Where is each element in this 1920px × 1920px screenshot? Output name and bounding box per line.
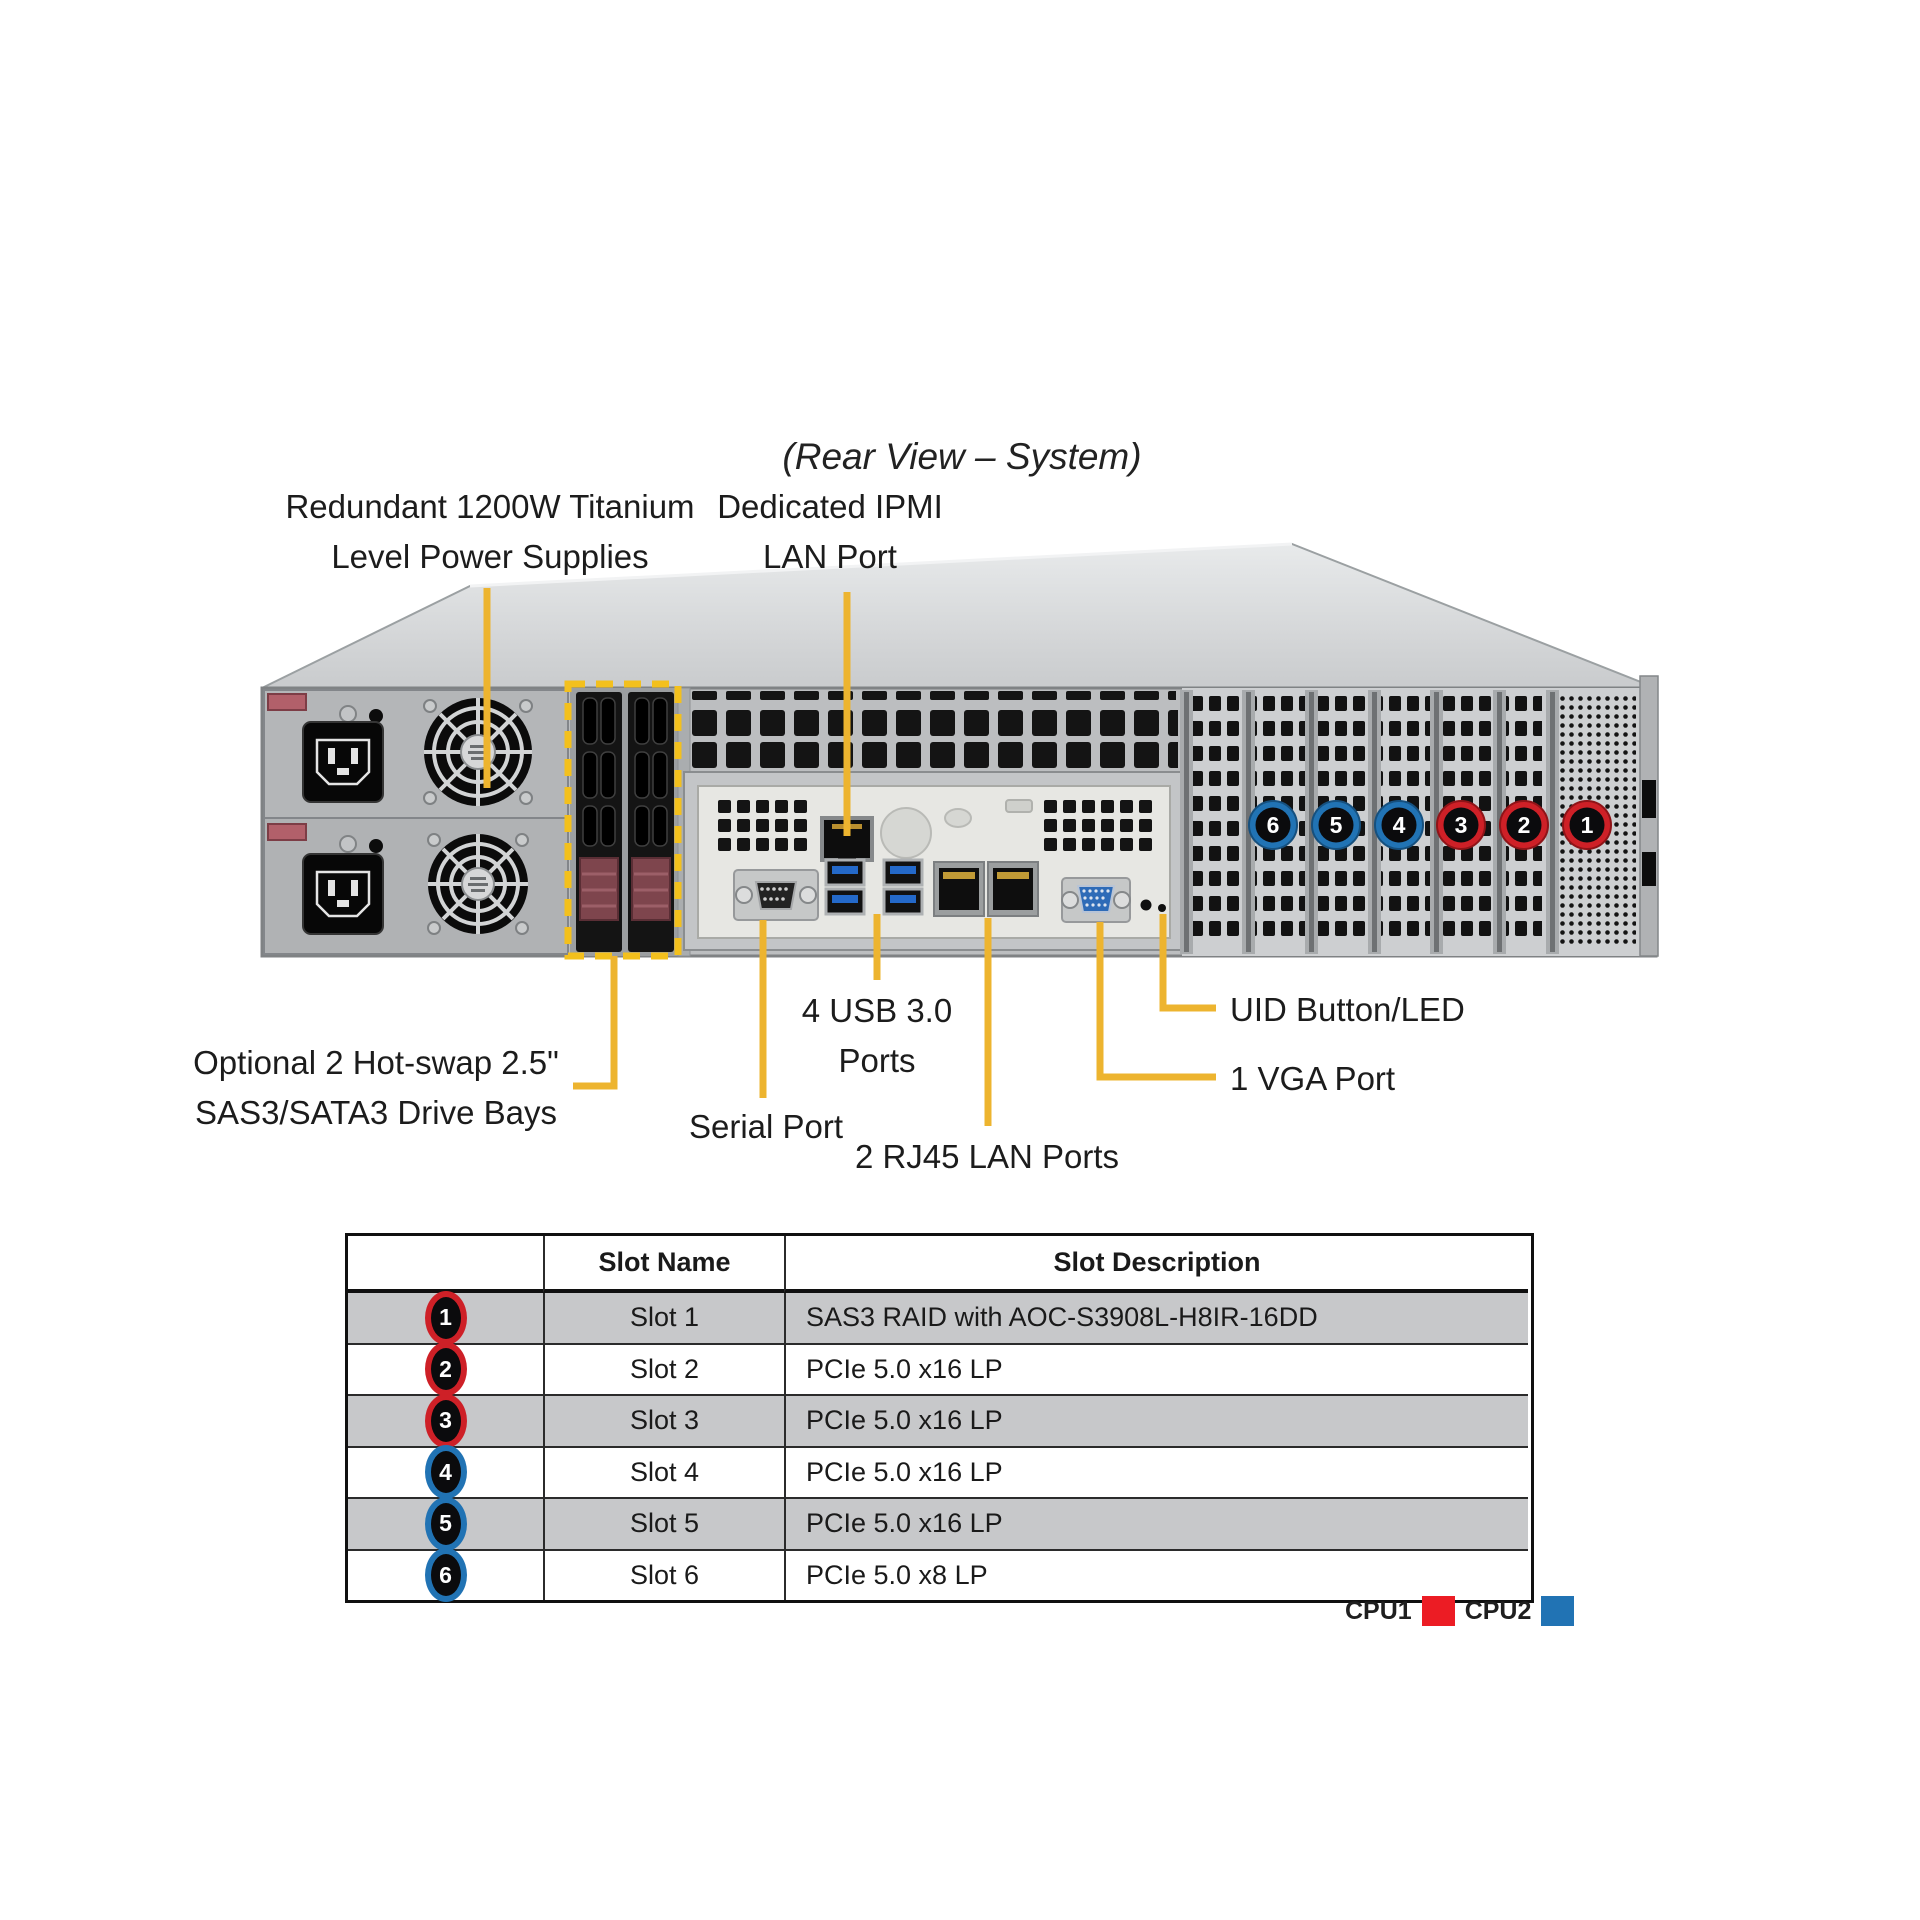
usb-label: 4 USB 3.0 Ports	[802, 986, 952, 1086]
table-row-badge-cell: 1	[348, 1290, 543, 1345]
psu-1	[267, 693, 533, 806]
table-header-slot-name: Slot Name	[543, 1236, 784, 1293]
psu2-fan-grille	[427, 833, 529, 935]
lan-ports	[933, 861, 1039, 917]
drive-bays	[570, 688, 678, 956]
io-vent-right	[1044, 800, 1158, 855]
ipmi-label-line1: Dedicated IPMI	[717, 488, 943, 525]
table-row-badge-cell: 3	[348, 1393, 543, 1448]
slot4-badge: 4	[424, 1445, 467, 1500]
slot-table: Slot Name Slot Description 1 Slot 1 SAS3…	[345, 1233, 1534, 1603]
serial-label: Serial Port	[688, 1108, 844, 1145]
ipmi-label: Dedicated IPMI LAN Port	[717, 482, 943, 582]
psu-2	[267, 823, 529, 935]
table-row-badge-cell: 2	[348, 1342, 543, 1397]
cpu1-color-swatch	[1421, 1596, 1455, 1626]
table-row-name-cell: Slot 2	[543, 1342, 784, 1394]
vga-port	[1061, 877, 1131, 923]
psu1-led	[339, 705, 357, 723]
psu1-button	[369, 709, 383, 723]
uid-leader-line	[1159, 914, 1216, 1012]
table-row-name-cell: Slot 4	[543, 1445, 784, 1497]
slot-badge-1: 1	[1562, 800, 1612, 850]
diagram-title: (Rear View – System)	[782, 436, 1142, 477]
table-row-badge-cell: 6	[348, 1548, 543, 1603]
drive-bays-label: Optional 2 Hot-swap 2.5" SAS3/SATA3 Driv…	[193, 1038, 559, 1138]
slot-badge-2: 2	[1499, 800, 1549, 850]
slot-badge-4: 4	[1374, 800, 1424, 850]
usb-ports	[824, 858, 924, 916]
knockout-tab	[1005, 799, 1033, 813]
serial-port	[733, 869, 819, 921]
svg-text:6: 6	[1267, 812, 1280, 838]
table-row-name-cell: Slot 1	[543, 1293, 784, 1343]
psu1-latch	[267, 693, 307, 711]
cpu2-legend-label: CPU2	[1464, 1596, 1532, 1625]
table-header-slot-description: Slot Description	[784, 1236, 1528, 1293]
svg-text:1: 1	[1581, 812, 1594, 838]
table-row-desc-cell: SAS3 RAID with AOC-S3908L-H8IR-16DD	[784, 1293, 1528, 1343]
io-panel	[683, 771, 1183, 951]
table-header-icon	[348, 1236, 543, 1293]
bays-leader-line	[573, 956, 618, 1090]
svg-text:3: 3	[1455, 812, 1468, 838]
psu1-fan-grille	[423, 698, 533, 806]
slot1-badge: 1	[424, 1290, 467, 1345]
table-row-name-cell: Slot 6	[543, 1548, 784, 1600]
table-row-badge-cell: 4	[348, 1445, 543, 1500]
slot-badge-5: 5	[1311, 800, 1361, 850]
slot6-badge: 6	[424, 1548, 467, 1603]
usb-label-line2: Ports	[838, 1042, 916, 1079]
drive-bay-1	[576, 692, 622, 952]
psu2-button	[369, 839, 383, 853]
table-row-name-cell: Slot 5	[543, 1497, 784, 1549]
vga-label: 1 VGA Port	[1230, 1060, 1396, 1097]
table-row-desc-cell: PCIe 5.0 x16 LP	[784, 1394, 1528, 1446]
drive-bays-label-line1: Optional 2 Hot-swap 2.5"	[193, 1044, 559, 1081]
svg-text:2: 2	[1518, 812, 1531, 838]
psu-section	[263, 689, 569, 955]
slot3-badge: 3	[424, 1393, 467, 1448]
slot-badge-3: 3	[1436, 800, 1486, 850]
table-row-desc-cell: PCIe 5.0 x8 LP	[784, 1548, 1528, 1600]
knockout-circle	[880, 807, 932, 859]
slot-badge-6: 6	[1248, 800, 1298, 850]
psu2-ac-inlet	[302, 853, 384, 935]
uid-label: UID Button/LED	[1230, 991, 1465, 1028]
slot5-badge: 5	[424, 1496, 467, 1551]
uid-button	[1140, 899, 1166, 912]
psu2-led	[339, 835, 357, 853]
lan-label: 2 RJ45 LAN Ports	[854, 1138, 1120, 1175]
chassis-right-wall	[1639, 675, 1659, 957]
chassis-rear-panel: 6 5 4 3	[260, 675, 1659, 958]
table-row-desc-cell: PCIe 5.0 x16 LP	[784, 1445, 1528, 1497]
drive-bay-highlight-box	[564, 680, 682, 960]
svg-text:5: 5	[1330, 812, 1343, 838]
vga-leader-line	[1096, 922, 1216, 1081]
psu2-latch	[267, 823, 307, 841]
drive-bays-label-line2: SAS3/SATA3 Drive Bays	[195, 1094, 557, 1131]
io-vent-left	[718, 800, 812, 855]
table-row-name-cell: Slot 3	[543, 1394, 784, 1446]
drive-bay-2	[628, 692, 674, 952]
vent-grid	[692, 691, 1178, 768]
slot2-badge: 2	[424, 1342, 467, 1397]
ipmi-label-line2: LAN Port	[763, 538, 897, 575]
svg-text:4: 4	[1393, 812, 1406, 838]
usb-label-line1: 4 USB 3.0	[801, 992, 953, 1029]
psu1-ac-inlet	[302, 721, 384, 803]
leader-lines	[483, 588, 1216, 1126]
cpu-legend: CPU1 CPU2	[1345, 1596, 1575, 1626]
table-row-desc-cell: PCIe 5.0 x16 LP	[784, 1342, 1528, 1394]
cpu2-color-swatch	[1541, 1596, 1575, 1626]
psu-label: Redundant 1200W Titanium Level Power Sup…	[285, 482, 694, 582]
knockout-oval	[944, 808, 972, 828]
psu-label-line1: Redundant 1200W Titanium	[285, 488, 695, 525]
table-row-desc-cell: PCIe 5.0 x16 LP	[784, 1497, 1528, 1549]
table-row-badge-cell: 5	[348, 1496, 543, 1551]
pcie-slot-area: 6 5 4 3	[1180, 688, 1644, 956]
psu-label-line2: Level Power Supplies	[331, 538, 649, 575]
cpu1-legend-label: CPU1	[1345, 1596, 1412, 1625]
